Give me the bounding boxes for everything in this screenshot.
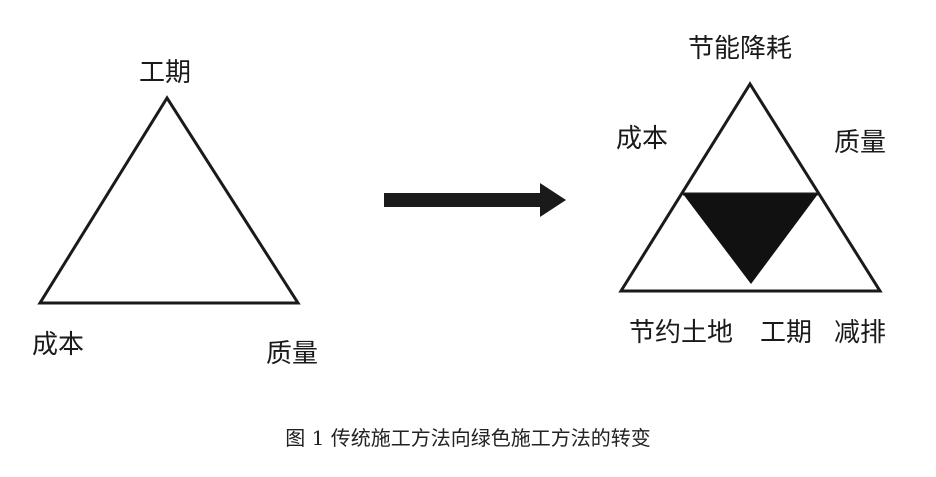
- right-left-label: 成本: [616, 124, 669, 154]
- right-top-label: 节能降耗: [688, 34, 793, 64]
- arrow-head: [540, 183, 566, 217]
- right-bottom-label-3: 减排: [834, 318, 887, 348]
- left-bottom-right-label: 质量: [266, 339, 319, 369]
- left-triangle: [37, 95, 301, 305]
- inverted-filled-triangle: [683, 194, 818, 284]
- left-top-label: 工期: [139, 58, 192, 88]
- figure-caption: 图 1 传统施工方法向绿色施工方法的转变: [285, 426, 651, 450]
- transition-arrow: [384, 183, 566, 217]
- left-bottom-left-label: 成本: [32, 330, 85, 360]
- arrow-shaft: [384, 193, 544, 207]
- right-triangle: [618, 81, 883, 293]
- right-bottom-label-2: 工期: [760, 318, 813, 348]
- right-right-label: 质量: [834, 128, 887, 158]
- right-bottom-label-1: 节约土地: [629, 318, 734, 348]
